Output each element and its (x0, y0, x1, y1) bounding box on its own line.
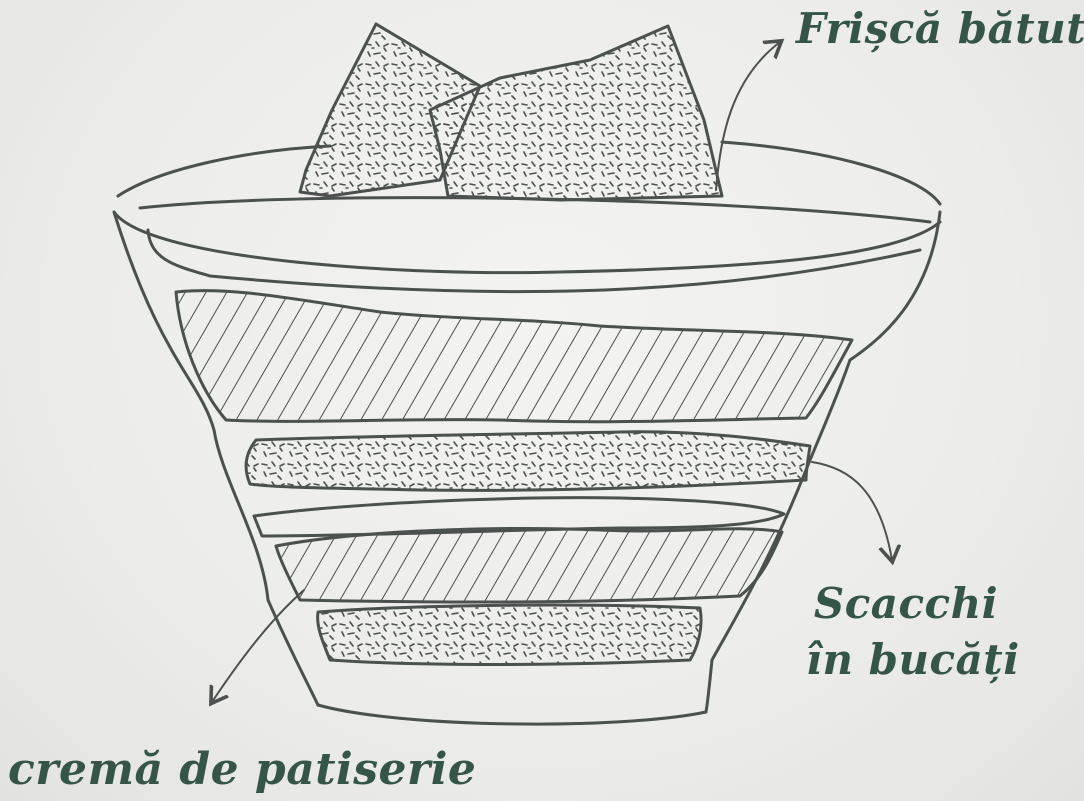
layer-pastry-cream-upper (176, 291, 852, 422)
label-pastry-cream: cremă de patiserie (8, 744, 476, 795)
cup-layers (176, 291, 852, 665)
arrow-whipped-cream (716, 42, 780, 190)
biscuit-right (430, 26, 722, 200)
top-biscuits (300, 24, 722, 200)
arrow-biscuits (812, 462, 892, 560)
layer-biscuit-upper (246, 432, 810, 491)
label-biscuits: Scacchi în bucăți (806, 576, 1006, 688)
label-whipped-cream: Frișcă bătută (796, 4, 1084, 53)
label-biscuits-line1: Scacchi (806, 576, 1006, 632)
layer-biscuit-lower (318, 605, 701, 664)
label-biscuits-line2: în bucăți (806, 632, 1006, 688)
inner-band (148, 230, 920, 292)
layer-pastry-cream-lower (276, 529, 782, 603)
cup-base (318, 705, 706, 724)
rim-inner (140, 198, 930, 222)
rim-front (114, 212, 940, 273)
